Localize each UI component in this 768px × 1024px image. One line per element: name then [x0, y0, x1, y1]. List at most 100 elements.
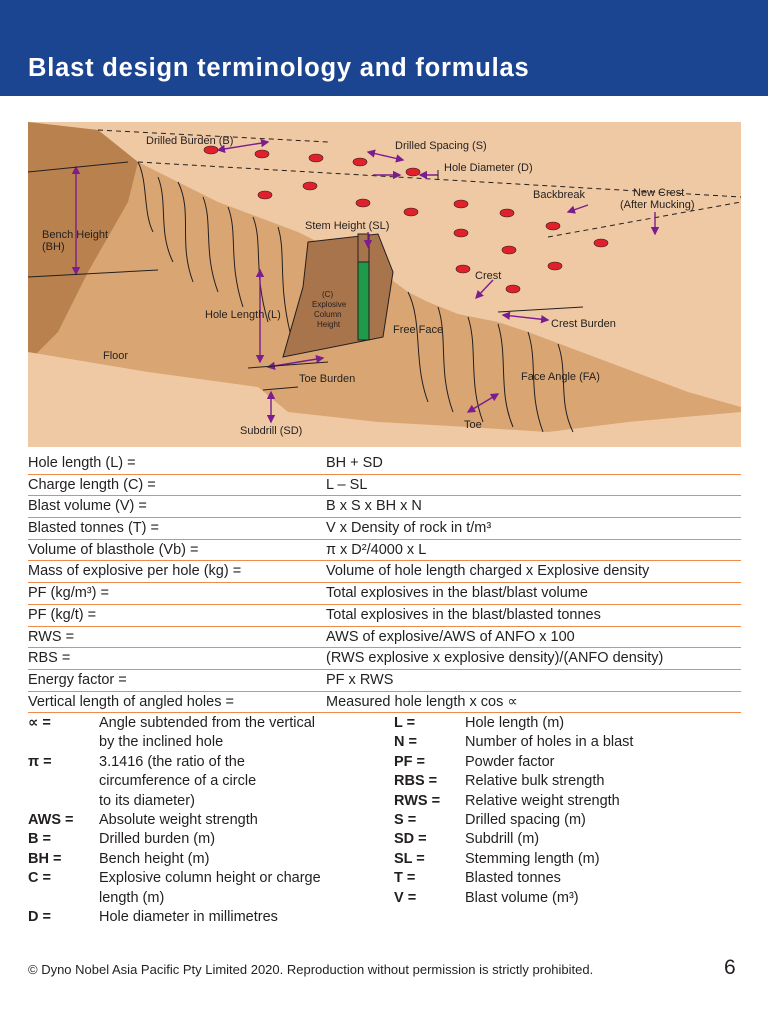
glossary-item: S = Drilled spacing (m): [394, 811, 714, 830]
label-stem-height: Stem Height (SL): [305, 220, 389, 232]
label-drilled-spacing: Drilled Spacing (S): [395, 140, 487, 152]
glossary-key: C =: [28, 870, 51, 887]
glossary-key: D =: [28, 909, 51, 926]
formula-row: Mass of explosive per hole (kg) = Volume …: [28, 561, 741, 584]
label-hole-diameter: Hole Diameter (D): [444, 162, 533, 174]
formula-expression: Total explosives in the blast/blast volu…: [326, 585, 588, 602]
glossary-item: SD =Subdrill (m): [394, 830, 714, 849]
leader-lines: [28, 161, 584, 391]
glossary-key: B =: [28, 831, 51, 848]
explosive-column: [357, 261, 370, 341]
formula-row: Energy factor = PF x RWS: [28, 670, 741, 692]
glossary-key: RBS =: [394, 773, 438, 790]
glossary-key: ∝ =: [28, 715, 51, 731]
glossary-key: L =: [394, 715, 416, 731]
glossary-item: T = Blasted tonnes: [394, 869, 714, 888]
label-bench-height-2: (BH): [42, 241, 65, 253]
formula-row: Volume of blasthole (Vb) = π x D²/4000 x …: [28, 540, 741, 562]
formula-row: Blast volume (V) = B x S x BH x N: [28, 496, 741, 519]
label-explosive-2: Column: [314, 310, 342, 319]
page-number: 6: [724, 956, 736, 979]
blast-diagram-svg: Drilled Burden (B) Drilled Spacing (S) H…: [28, 122, 741, 447]
formula-row: Charge length (C) = L – SL: [28, 475, 741, 497]
glossary-desc: Blasted tonnes: [465, 870, 561, 887]
floor-area: [28, 352, 741, 447]
blast-diagram: Drilled Burden (B) Drilled Spacing (S) H…: [28, 122, 741, 447]
formula-term: PF (kg/m³) =: [28, 585, 109, 602]
label-crest-burden: Crest Burden: [551, 318, 616, 330]
label-subdrill: Subdrill (SD): [240, 425, 302, 437]
formula-term: RWS =: [28, 628, 75, 645]
glossary-item: ∝ =Angle subtended from the vertical by …: [28, 714, 388, 753]
glossary-desc: Drilled spacing (m): [465, 812, 586, 829]
glossary-item: D = Hole diameter in millimetres: [28, 908, 388, 927]
glossary-desc: Relative weight strength: [465, 792, 620, 809]
formula-row: RBS =(RWS explosive x explosive density)…: [28, 648, 741, 670]
formula-expression: AWS of explosive/AWS of ANFO x 100: [326, 628, 575, 645]
label-crest: Crest: [475, 270, 501, 282]
formula-term: Charge length (C) =: [28, 476, 156, 493]
formula-term: Mass of explosive per hole (kg) =: [28, 563, 242, 580]
formula-expression: B x S x BH x N: [326, 498, 422, 515]
formula-expression: Total explosives in the blast/blasted to…: [326, 606, 601, 623]
label-drilled-burden: Drilled Burden (B): [146, 135, 233, 147]
glossary-key: AWS =: [28, 812, 74, 829]
glossary-desc: Hole diameter in millimetres: [99, 909, 278, 926]
glossary-desc: Absolute weight strength: [99, 812, 258, 829]
label-bench-height-1: Bench Height: [42, 229, 108, 241]
formula-term: PF (kg/t) =: [28, 606, 97, 623]
label-toe: Toe: [464, 419, 482, 431]
label-new-crest-1: New Crest: [633, 187, 684, 199]
glossary-item: N =Number of holes in a blast: [394, 733, 714, 752]
formula-term: Hole length (L) =: [28, 455, 136, 471]
dashed-lines: [97, 129, 741, 238]
formula-term: Volume of blasthole (Vb) =: [28, 541, 199, 558]
formula-expression: L – SL: [326, 476, 368, 493]
label-floor: Floor: [103, 350, 128, 362]
glossary-item: π =3.1416 (the ratio of the circumferenc…: [28, 753, 388, 811]
glossary-key: π =: [28, 753, 52, 770]
formula-expression: PF x RWS: [326, 671, 394, 688]
glossary-desc: Bench height (m): [99, 850, 210, 867]
glossary-item: RBS =Relative bulk strength: [394, 772, 714, 791]
label-explosive-1: Explosive: [312, 300, 347, 309]
glossary-desc: Drilled burden (m): [99, 831, 216, 848]
crack-lines: [137, 161, 574, 433]
glossary-desc: Hole length (m): [465, 715, 565, 731]
glossary-key: N =: [394, 734, 417, 751]
glossary-desc: Powder factor: [465, 753, 555, 770]
formula-expression: π x D²/4000 x L: [326, 541, 427, 558]
glossary-desc: Subdrill (m): [465, 831, 540, 848]
glossary-desc: Blast volume (m³): [465, 889, 579, 906]
glossary-key: RWS =: [394, 792, 441, 809]
glossary-key: S =: [394, 812, 417, 829]
formula-expression: BH + SD: [326, 455, 383, 471]
glossary-right: L = Hole length (m) N =Number of holes in…: [394, 714, 714, 908]
formula-expression: Measured hole length x cos ∝: [326, 693, 518, 710]
glossary-key: PF =: [394, 753, 426, 770]
page-title: Blast design terminology and formulas: [28, 54, 530, 82]
formula-term: Blast volume (V) =: [28, 498, 147, 515]
page-header: Blast design terminology and formulas: [0, 0, 768, 96]
formula-term: Blasted tonnes (T) =: [28, 520, 159, 537]
label-face-angle: Face Angle (FA): [521, 371, 600, 383]
formula-table: Hole length (L) = BH + SD Charge length (…: [28, 453, 741, 714]
glossary-item: C =Explosive column height or charge len…: [28, 869, 388, 908]
formula-row: Vertical length of angled holes =Measure…: [28, 692, 741, 714]
glossary-desc: Stemming length (m): [465, 850, 600, 867]
glossary-item: V = Blast volume (m³): [394, 889, 714, 908]
glossary-key: V =: [394, 889, 417, 906]
formula-row: RWS = AWS of explosive/AWS of ANFO x 100: [28, 627, 741, 649]
glossary-key: BH =: [28, 850, 62, 867]
formula-row: Blasted tonnes (T) =V x Density of rock …: [28, 518, 741, 540]
formula-expression: Volume of hole length charged x Explosiv…: [326, 563, 650, 580]
glossary-item: PF = Powder factor: [394, 753, 714, 772]
label-hole-length: Hole Length (L): [205, 309, 281, 321]
label-explosive-3: Height: [317, 320, 341, 329]
glossary-item: SL =Stemming length (m): [394, 850, 714, 869]
copyright-notice: © Dyno Nobel Asia Pacific Pty Limited 20…: [28, 962, 594, 977]
glossary-key: T =: [394, 870, 416, 887]
formula-term: Energy factor =: [28, 671, 127, 688]
formula-row: PF (kg/t) = Total explosives in the blast…: [28, 605, 741, 627]
glossary-item: AWS = Absolute weight strength: [28, 811, 388, 830]
